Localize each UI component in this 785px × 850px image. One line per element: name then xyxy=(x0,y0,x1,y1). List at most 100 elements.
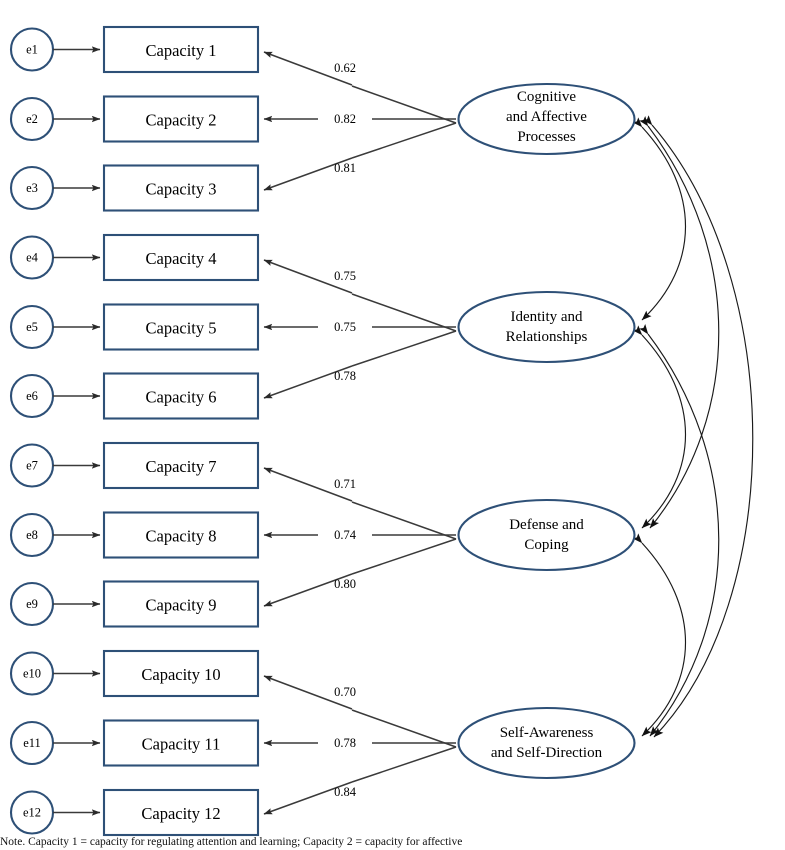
factor-defense-and-coping[interactable]: Defense and Coping xyxy=(457,498,636,572)
indicator-label: Capacity 2 xyxy=(145,111,216,130)
indicator-capacity-8[interactable]: Capacity 8 xyxy=(102,511,260,559)
loading-path-f1-c3 xyxy=(263,157,353,191)
error-label: e11 xyxy=(23,736,41,750)
error-terms-group: e1 e2 e3 e4 e5 e6 e7 e8 xyxy=(9,27,55,835)
factor-ellipse[interactable] xyxy=(457,706,636,780)
loading-label-f1-c3: 0.81 xyxy=(334,161,356,175)
error-term-e3[interactable]: e3 xyxy=(9,165,55,211)
loading-path-f3-c9 xyxy=(263,573,353,607)
error-label: e7 xyxy=(26,459,38,473)
loading-path-f1-c3-right xyxy=(351,122,457,159)
loading-path-f4-c12-right xyxy=(351,746,457,783)
error-term-e4[interactable]: e4 xyxy=(9,235,55,280)
error-term-e2[interactable]: e2 xyxy=(9,96,55,142)
indicator-capacity-1[interactable]: Capacity 1 xyxy=(102,25,260,74)
factor-label-line2: Coping xyxy=(524,537,569,553)
factor-self-awareness-and-self-direction[interactable]: Self-Awareness and Self-Direction xyxy=(457,706,636,780)
factor-ellipse[interactable] xyxy=(457,498,636,572)
loading-label-f2-c5: 0.75 xyxy=(334,320,356,334)
indicator-box[interactable] xyxy=(102,164,260,212)
error-term-e6[interactable]: e6 xyxy=(9,373,55,419)
error-term-e8[interactable]: e8 xyxy=(9,512,55,558)
indicator-capacity-10[interactable]: Capacity 10 xyxy=(102,649,260,698)
indicator-box[interactable] xyxy=(102,441,260,490)
loading-path-f1-c1-right xyxy=(351,85,457,124)
indicator-capacity-2[interactable]: Capacity 2 xyxy=(102,95,260,143)
indicator-box[interactable] xyxy=(102,372,260,420)
factor-label-line2: and Affective xyxy=(506,109,587,125)
indicator-label: Capacity 6 xyxy=(145,388,216,407)
indicator-box[interactable] xyxy=(102,719,260,767)
loading-path-f2-c4-right xyxy=(351,293,457,332)
indicator-box[interactable] xyxy=(102,580,260,628)
loading-path-f2-c6 xyxy=(263,365,353,399)
indicator-box[interactable] xyxy=(102,95,260,143)
factor-cognitive-and-affective-processes[interactable]: Cognitive and Affective Processes xyxy=(457,82,636,156)
factor-label-line1: Defense and xyxy=(509,517,584,533)
indicator-label: Capacity 3 xyxy=(145,180,216,199)
loading-label-f1-c1: 0.62 xyxy=(334,61,356,75)
error-label: e8 xyxy=(26,528,38,542)
indicator-label: Capacity 12 xyxy=(141,804,220,823)
factor-label-line1: Self-Awareness xyxy=(500,725,594,741)
error-term-e11[interactable]: e11 xyxy=(9,720,55,766)
error-term-e1[interactable]: e1 xyxy=(9,27,55,72)
loading-label-f4-c12: 0.84 xyxy=(334,785,357,799)
indicator-box[interactable] xyxy=(102,649,260,698)
factor-identity-and-relationships[interactable]: Identity and Relationships xyxy=(457,290,636,364)
loading-label-f2-c4: 0.75 xyxy=(334,269,356,283)
error-term-e12[interactable]: e12 xyxy=(9,790,55,835)
error-term-e5[interactable]: e5 xyxy=(9,304,55,350)
error-label: e1 xyxy=(26,43,38,57)
indicator-box[interactable] xyxy=(102,303,260,351)
correlation-curve-f2-f3[interactable] xyxy=(632,325,687,529)
factor-ellipse[interactable] xyxy=(457,290,636,364)
factor-label-line1: Cognitive xyxy=(517,89,577,105)
loading-label-f1-c2: 0.82 xyxy=(334,112,356,126)
loading-path-f3-c9-right xyxy=(351,538,457,575)
indicator-box[interactable] xyxy=(102,233,260,282)
loading-path-f1-c1 xyxy=(263,51,353,86)
error-path-arrows-group xyxy=(53,46,101,816)
indicator-capacity-11[interactable]: Capacity 11 xyxy=(102,719,260,767)
correlation-curve-f3-f4[interactable] xyxy=(632,533,687,737)
error-label: e4 xyxy=(26,251,39,265)
indicator-label: Capacity 7 xyxy=(145,457,216,476)
indicator-label: Capacity 4 xyxy=(145,249,216,268)
error-label: e5 xyxy=(26,320,38,334)
loading-label-f3-c7: 0.71 xyxy=(334,477,356,491)
error-term-e10[interactable]: e10 xyxy=(9,651,55,696)
indicator-capacity-3[interactable]: Capacity 3 xyxy=(102,164,260,212)
indicator-box[interactable] xyxy=(102,511,260,559)
correlation-curve-f1-f3[interactable] xyxy=(639,116,720,529)
indicator-label: Capacity 8 xyxy=(145,527,216,546)
error-term-e7[interactable]: e7 xyxy=(9,443,55,488)
loading-label-f4-c10: 0.70 xyxy=(334,685,356,699)
indicator-capacity-4[interactable]: Capacity 4 xyxy=(102,233,260,282)
loading-path-f4-c12 xyxy=(263,781,353,815)
loading-paths-group-f2 xyxy=(263,259,457,399)
indicator-label: Capacity 9 xyxy=(145,596,216,615)
error-term-e9[interactable]: e9 xyxy=(9,581,55,627)
loading-path-f2-c6-right xyxy=(351,330,457,367)
indicator-box[interactable] xyxy=(102,788,260,837)
figure-note: Note. Capacity 1 = capacity for regulati… xyxy=(0,836,463,848)
correlation-curve-f1-f4[interactable] xyxy=(642,115,754,738)
indicator-capacity-12[interactable]: Capacity 12 xyxy=(102,788,260,837)
error-label: e10 xyxy=(23,667,41,681)
indicator-label: Capacity 11 xyxy=(142,735,221,754)
indicator-capacity-5[interactable]: Capacity 5 xyxy=(102,303,260,351)
indicator-capacity-9[interactable]: Capacity 9 xyxy=(102,580,260,628)
factor-ellipse[interactable] xyxy=(457,82,636,156)
indicator-capacity-6[interactable]: Capacity 6 xyxy=(102,372,260,420)
correlation-curve-f1-f2[interactable] xyxy=(632,117,687,321)
correlation-curve-f2-f4[interactable] xyxy=(639,324,720,737)
indicator-capacity-7[interactable]: Capacity 7 xyxy=(102,441,260,490)
loading-paths-group-f3 xyxy=(263,467,457,607)
indicator-box[interactable] xyxy=(102,25,260,74)
loading-path-f3-c7 xyxy=(263,467,353,502)
loading-paths-group-f4 xyxy=(263,675,457,815)
indicator-label: Capacity 5 xyxy=(145,319,216,338)
factor-label-line2: and Self-Direction xyxy=(491,745,603,761)
indicator-label: Capacity 1 xyxy=(145,41,216,60)
